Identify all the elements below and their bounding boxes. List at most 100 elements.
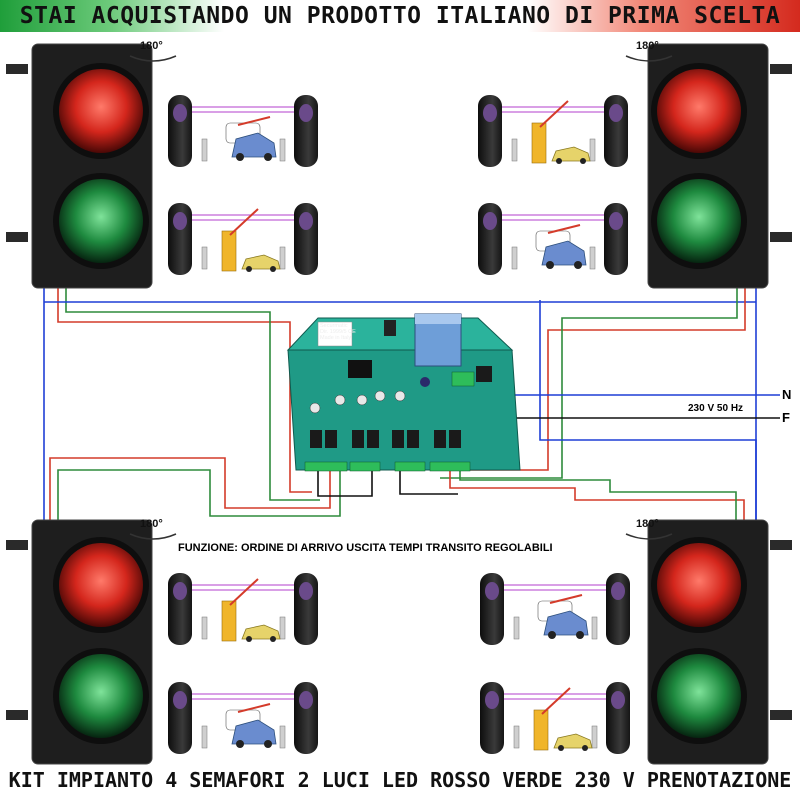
photocell-lens xyxy=(483,212,497,230)
barrier-column xyxy=(531,122,547,164)
post xyxy=(279,246,286,270)
post xyxy=(511,138,518,162)
wheel-icon xyxy=(574,261,582,269)
wheel-icon xyxy=(246,266,252,272)
phase-terminal-label: F xyxy=(782,410,790,425)
photocell-lens xyxy=(485,582,499,600)
post xyxy=(279,616,286,640)
wheel-icon xyxy=(264,153,272,161)
wire-green-br xyxy=(459,470,737,520)
post xyxy=(279,725,286,749)
wheel-icon xyxy=(546,261,554,269)
rotation-label-tl: 180° xyxy=(140,40,163,52)
barrier-arm xyxy=(237,116,271,126)
board-label-line-1: Securmatic xyxy=(320,323,348,329)
rotation-label-br: 180° xyxy=(636,518,659,530)
photocell-lens xyxy=(611,691,625,709)
barrier-arm xyxy=(549,594,583,604)
post xyxy=(201,246,208,270)
board-label: Securmatic Dir. 1999/5 CE Made in Italy xyxy=(320,323,356,341)
photocell-lens xyxy=(173,691,187,709)
photocell-lens xyxy=(299,104,313,122)
post xyxy=(589,246,596,270)
post xyxy=(279,138,286,162)
supply-voltage-label: 230 V 50 Hz xyxy=(688,403,744,414)
photocell-lens xyxy=(299,582,313,600)
wire-green-bl xyxy=(57,469,341,520)
wheel-icon xyxy=(548,631,556,639)
post xyxy=(201,138,208,162)
photocell-pair-tr-1 xyxy=(478,95,628,167)
post xyxy=(591,616,598,640)
barrier-arm xyxy=(541,687,571,715)
photocell-lens xyxy=(483,104,497,122)
wire-blue-br xyxy=(539,300,757,520)
barrier-arm xyxy=(229,578,259,606)
function-description: FUNZIONE: ORDINE DI ARRIVO USCITA TEMPI … xyxy=(178,542,553,554)
post xyxy=(513,725,520,749)
photocell-lens xyxy=(609,212,623,230)
wires xyxy=(43,288,780,540)
control-board xyxy=(286,313,521,472)
photocell-lens xyxy=(173,582,187,600)
traffic-light-top-left xyxy=(6,43,153,289)
wire-red-br xyxy=(449,470,745,520)
photocell-groups xyxy=(168,95,630,754)
photocell-pair-tr-2 xyxy=(478,203,628,275)
photocell-pair-tl-2 xyxy=(168,203,318,275)
photocell-pair-bl-1 xyxy=(168,573,318,645)
wire-green-tr xyxy=(440,288,738,479)
wheel-icon xyxy=(576,631,584,639)
post xyxy=(201,616,208,640)
page-title: STAI ACQUISTANDO UN PRODOTTO ITALIANO DI… xyxy=(19,3,781,29)
wheel-icon xyxy=(264,740,272,748)
wheel-icon xyxy=(558,745,564,751)
wheel-icon xyxy=(580,158,586,164)
photocell-lens xyxy=(299,691,313,709)
neutral-terminal-label: N xyxy=(782,387,792,402)
post xyxy=(511,246,518,270)
photocell-pair-br-1 xyxy=(480,573,630,645)
traffic-light-bottom-right xyxy=(647,519,792,765)
wheel-icon xyxy=(270,266,276,272)
barrier-arm xyxy=(539,100,569,128)
wheel-icon xyxy=(246,636,252,642)
photocell-lens xyxy=(611,582,625,600)
post xyxy=(513,616,520,640)
post xyxy=(201,725,208,749)
wheel-icon xyxy=(556,158,562,164)
wire-black-2 xyxy=(399,470,458,495)
photocell-pair-tl-1 xyxy=(168,95,318,167)
photocell-lens xyxy=(173,212,187,230)
photocell-pair-bl-2 xyxy=(168,682,318,754)
barrier-arm xyxy=(547,224,581,234)
italian-flag-banner xyxy=(0,0,800,32)
barrier-column xyxy=(533,709,549,751)
wire-red-bl xyxy=(49,457,331,520)
board-label-line-3: Made in Italy xyxy=(320,335,352,341)
wheel-icon xyxy=(582,745,588,751)
barrier-column xyxy=(221,600,237,642)
wheel-icon xyxy=(236,740,244,748)
barrier-arm xyxy=(237,703,271,713)
photocell-lens xyxy=(173,104,187,122)
traffic-light-bottom-left xyxy=(6,519,153,765)
photocell-lens xyxy=(609,104,623,122)
barrier-column xyxy=(221,230,237,272)
post xyxy=(591,725,598,749)
wheel-icon xyxy=(270,636,276,642)
photocell-lens xyxy=(299,212,313,230)
traffic-light-top-right xyxy=(647,43,792,289)
wire-red-tl xyxy=(57,288,312,493)
wheel-icon xyxy=(236,153,244,161)
board-label-line-2: Dir. 1999/5 CE xyxy=(320,329,356,335)
rotation-arc-icons xyxy=(129,55,673,540)
photocell-pair-br-2 xyxy=(480,682,630,754)
photocell-lens xyxy=(485,691,499,709)
kit-title: KIT IMPIANTO 4 SEMAFORI 2 LUCI LED ROSSO… xyxy=(8,768,792,792)
rotation-label-bl: 180° xyxy=(140,518,163,530)
wire-black-1 xyxy=(317,470,373,497)
wire-green-tl xyxy=(65,288,320,501)
